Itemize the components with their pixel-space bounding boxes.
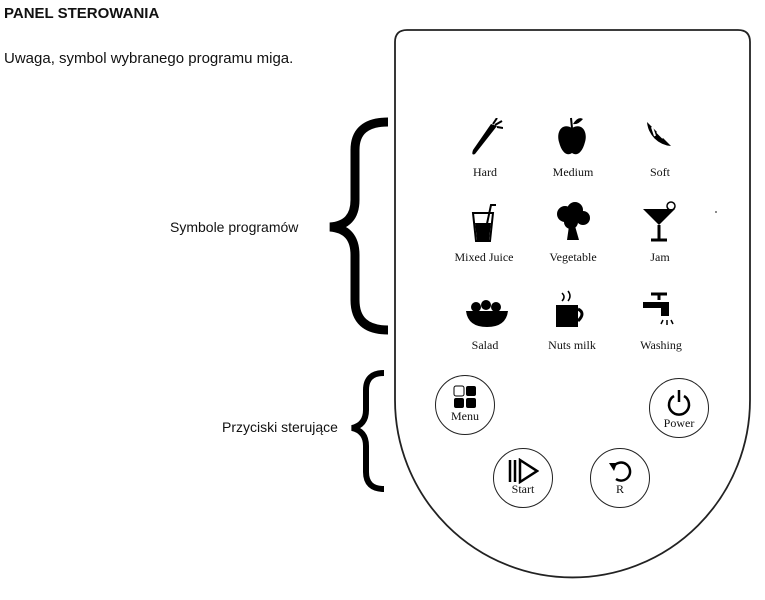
program-label: Vegetable: [549, 250, 597, 264]
start-pause-button[interactable]: Start: [493, 448, 553, 508]
section-title: PANEL STEROWANIA: [4, 5, 160, 22]
menu-label: Menu: [451, 409, 479, 423]
buttons-brace: [351, 370, 385, 492]
program-label: Salad: [471, 338, 499, 352]
play-pause-icon: [508, 458, 539, 484]
program-label: Washing: [640, 338, 682, 352]
power-icon: [667, 390, 691, 416]
program-label: Medium: [552, 165, 594, 179]
power-label: Power: [663, 416, 695, 430]
watermelon-icon: [647, 122, 671, 146]
apple-icon: [558, 117, 586, 155]
reset-button[interactable]: R: [590, 448, 650, 508]
salad-bowl-icon: [466, 300, 508, 327]
start-label: Start: [511, 482, 535, 496]
menu-grid-icon: [453, 385, 476, 408]
programs-brace: [329, 117, 389, 335]
cocktail-icon: [643, 201, 676, 242]
cup-icon: [556, 290, 584, 327]
broccoli-icon: [557, 202, 590, 240]
carrot-icon: [472, 118, 503, 155]
juice-glass-icon: [471, 204, 496, 242]
program-label: Jam: [650, 250, 670, 264]
buttons-callout: Przyciski sterujące: [222, 419, 338, 435]
program-label: Mixed Juice: [454, 250, 514, 264]
rotate-icon: [609, 461, 632, 482]
program-label: Hard: [473, 165, 497, 179]
reset-label: R: [615, 482, 624, 496]
programs-callout: Symbole programów: [170, 219, 299, 235]
program-label: Soft: [649, 165, 671, 179]
note-text: Uwaga, symbol wybranego programu miga.: [4, 50, 294, 67]
menu-button[interactable]: Menu: [435, 375, 495, 435]
program-label: Nuts milk: [548, 338, 596, 352]
faucet-icon: [643, 292, 674, 325]
power-button[interactable]: Power: [649, 378, 709, 438]
